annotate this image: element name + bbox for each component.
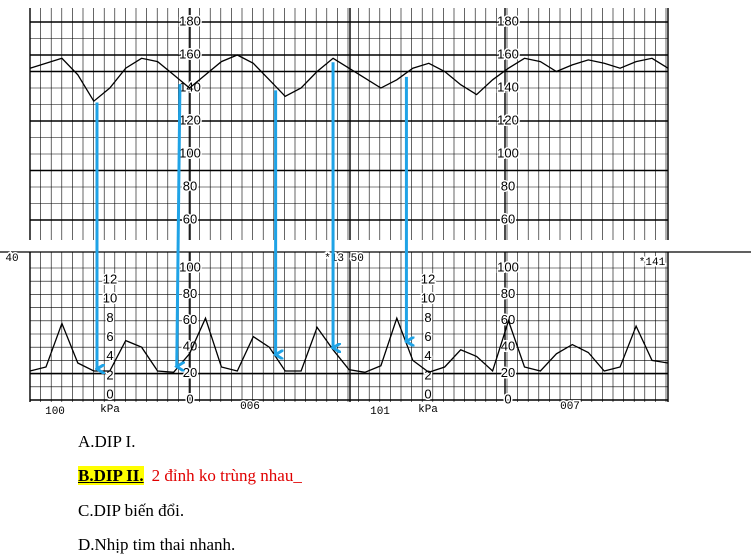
uc-kpa-tick-label: 0 <box>424 387 431 402</box>
paper-mark-bottom-left: 100 <box>45 406 65 418</box>
uc-kpa-tick-label: 12 <box>103 271 117 286</box>
uc-mmhg-tick-label: 100 <box>497 259 519 274</box>
uc-kpa-tick-label: 2 <box>106 367 113 382</box>
fhr-tick-label: 80 <box>183 178 197 193</box>
uc-kpa-tick-label: 8 <box>424 310 431 325</box>
uc-kpa-tick-label: 6 <box>106 329 113 344</box>
option-a[interactable]: A.DIP I. <box>78 432 136 451</box>
uc-kpa-tick-label: 12 <box>421 271 435 286</box>
fhr-tick-label: 120 <box>179 112 201 127</box>
uc-kpa-tick-label: 0 <box>106 387 113 402</box>
uc-kpa-tick-label: 10 <box>103 291 117 306</box>
fhr-series-line <box>29 54 669 103</box>
paper-mark-unit-mid: kPa <box>418 404 438 416</box>
option-b[interactable]: B.DIP II. 2 đỉnh ko trùng nhau_ <box>78 466 302 486</box>
uc-mmhg-tick-label: 20 <box>501 365 515 380</box>
option-c[interactable]: C.DIP biến đổi. <box>78 501 185 520</box>
fhr-tick-label: 100 <box>497 145 519 160</box>
uc-mmhg-tick-label: 80 <box>501 286 515 301</box>
arrows-layer <box>97 62 406 369</box>
uc-kpa-tick-label: 10 <box>421 291 435 306</box>
fhr-tick-label: 180 <box>179 13 201 28</box>
fhr-tick-label: 120 <box>497 112 519 127</box>
uc-kpa-tick-label: 8 <box>106 310 113 325</box>
option-b-text: .DIP II. <box>89 466 144 485</box>
uc-mmhg-tick-label: 20 <box>183 365 197 380</box>
fhr-tick-label: 140 <box>497 79 519 94</box>
fhr-tick-label: 60 <box>183 211 197 226</box>
uc-series-line <box>29 316 669 374</box>
paper-mark-top-mid: *13 50 <box>324 253 364 265</box>
uc-mmhg-tick-label: 60 <box>183 312 197 327</box>
option-b-letter: B <box>78 466 90 485</box>
paper-mark-bottom-right: 007 <box>560 401 580 413</box>
option-d[interactable]: D.Nhịp tim thai nhanh. <box>78 535 236 554</box>
uc-kpa-tick-label: 6 <box>424 329 431 344</box>
fhr-tick-label: 180 <box>497 13 519 28</box>
uc-mmhg-tick-label: 100 <box>179 259 201 274</box>
uc-mmhg-tick-label: 0 <box>504 391 511 406</box>
fhr-tick-label: 100 <box>179 145 201 160</box>
paper-mark-unit-left: kPa <box>100 404 120 416</box>
fhr-tick-label: 160 <box>497 46 519 61</box>
paper-mark-bottom-mid2: 101 <box>370 406 390 418</box>
blue-arrow <box>177 84 180 367</box>
uc-kpa-tick-label: 4 <box>424 348 431 363</box>
uc-kpa-tick-label: 4 <box>106 348 113 363</box>
uc-kpa-tick-label: 2 <box>424 367 431 382</box>
fhr-tick-label: 160 <box>179 46 201 61</box>
fhr-tick-label: 60 <box>501 211 515 226</box>
fhr-tick-label: 80 <box>501 178 515 193</box>
uc-mmhg-tick-label: 40 <box>501 339 515 354</box>
uc-mmhg-tick-label: 0 <box>186 391 193 406</box>
paper-mark-bottom-mid1: 006 <box>240 401 260 413</box>
chart-grid <box>0 8 751 402</box>
uc-mmhg-tick-label: 80 <box>183 286 197 301</box>
paper-mark-top-left: 40 <box>5 253 18 265</box>
paper-mark-top-right: *141 <box>639 257 666 269</box>
option-b-note: 2 đỉnh ko trùng nhau_ <box>151 466 302 485</box>
uc-mmhg-tick-label: 60 <box>501 312 515 327</box>
